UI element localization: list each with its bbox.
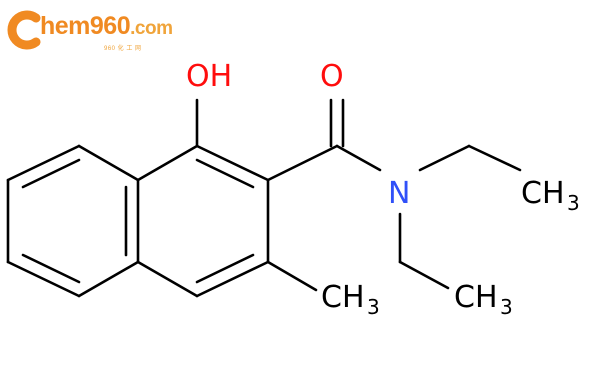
ch3-top-label: CH <box>521 176 565 211</box>
ch3-mid-label: CH <box>454 280 498 315</box>
bond-c-n <box>335 144 382 172</box>
double-bond-inner <box>195 253 255 284</box>
bond <box>195 260 270 298</box>
ch3-ring-subscript: 3 <box>367 295 380 319</box>
bond <box>136 144 199 182</box>
bond-c-carbonyl <box>266 144 339 182</box>
logo-brand-domain: .com <box>130 18 173 39</box>
bond <box>6 144 81 182</box>
double-bond-inner <box>21 253 81 284</box>
bond-ring-methyl <box>266 260 318 292</box>
bond <box>6 260 81 298</box>
chem960-logo: hem960.com 960 化 工 网 <box>6 10 173 54</box>
bond <box>77 260 140 298</box>
logo-brand-hem: hem960 <box>40 12 131 40</box>
bond-ethyl-ch3 <box>467 144 522 172</box>
bond <box>195 144 270 182</box>
oh-label: OH <box>186 59 232 94</box>
bond <box>136 260 199 298</box>
n-label: N <box>388 176 410 211</box>
ch3-top-subscript: 3 <box>567 191 580 215</box>
double-bond-inner <box>21 158 81 189</box>
logo-c-mark <box>7 10 41 50</box>
logo-tagline: 960 化 工 网 <box>104 46 142 52</box>
logo-wordmark: hem960.com <box>40 12 173 41</box>
bond-lines <box>6 98 522 298</box>
bond-ethyl-ch3 <box>398 260 450 290</box>
bond <box>77 144 140 182</box>
bond-n-ethyl <box>418 144 471 172</box>
ch3-ring-label: CH <box>321 280 365 315</box>
ch3-mid-subscript: 3 <box>500 295 513 319</box>
double-bond-inner <box>195 158 255 189</box>
o-label: O <box>320 59 344 94</box>
